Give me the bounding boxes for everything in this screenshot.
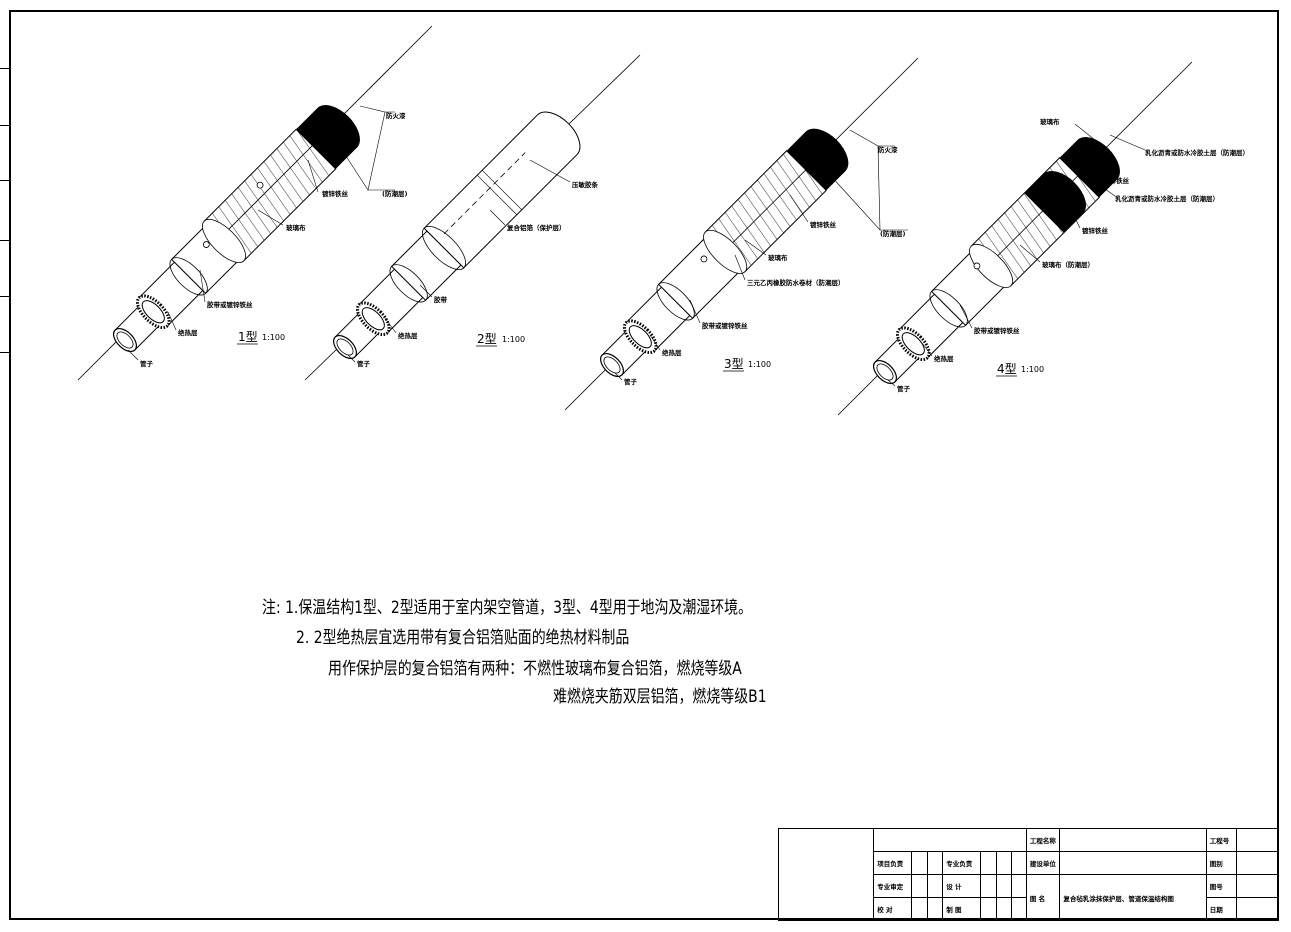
figure-type-label: 3型 — [724, 357, 744, 371]
figure-scale: 1:100 — [502, 335, 525, 344]
callout-label: 绝热层 — [662, 348, 682, 357]
callout-label: 绝热层 — [934, 354, 954, 363]
callout-label: 乳化沥青或防水冷胶土层（防潮层） — [1145, 148, 1249, 157]
margin-tick — [0, 125, 9, 126]
figure-type-label: 4型 — [997, 362, 1017, 376]
note-line-1: 注: 1.保温结构1型、2型适用于室内架空管道，3型、4型用于地沟及潮湿环境。 — [262, 598, 753, 618]
callout-label: 复合铝箔（保护层） — [506, 223, 566, 232]
figure-type-label: 1型 — [238, 330, 258, 344]
project-no-label: 工程号 — [1205, 828, 1238, 852]
client-value — [1059, 851, 1207, 875]
callout-label: 玻璃布 — [286, 223, 306, 232]
callout-label: 镀锌铁丝 — [810, 220, 837, 229]
title-block: 工程名称 工程号 项目负责 专业负责 建设单位 图别 专业审定 设 计 — [777, 828, 1279, 921]
callout-label: 绝热层 — [178, 328, 198, 337]
check-label: 校 对 — [873, 897, 912, 921]
callout-label: 管子 — [624, 377, 638, 386]
callout-label: 镀锌铁丝 — [1082, 226, 1109, 235]
callout-label: 胶带或镀锌铁丝 — [207, 300, 253, 309]
callout-label: 绝热层 — [398, 331, 418, 340]
callout-label: 玻璃布（防潮层） — [1042, 260, 1094, 269]
margin-tick — [0, 68, 9, 69]
pipe-figure-3: 防火漆 镀锌铁丝 (防潮层) 玻璃布 三元乙丙橡胶防水卷材（防潮层） 胶带或镀锌… — [564, 57, 919, 411]
figure-scale: 1:100 — [1021, 365, 1044, 374]
note-line-3: 用作保护层的复合铝箔有两种：不燃性玻璃布复合铝箔，燃烧等级A — [328, 659, 742, 679]
callout-label: 镀锌铁丝 — [1103, 176, 1130, 185]
client-label: 建设单位 — [1025, 851, 1061, 875]
figure-scale: 1:100 — [748, 360, 771, 369]
blank-cell — [873, 828, 1027, 852]
callout-label: 压敏胶条 — [572, 180, 599, 189]
callout-label: 管子 — [140, 359, 154, 368]
project-name-value — [1059, 828, 1207, 852]
drawing-frame — [9, 10, 1279, 920]
project-no-value — [1236, 828, 1279, 852]
drawing-name: 复合毡乳涂抹保护层、管道保温结构图 — [1059, 874, 1207, 921]
category-label: 图别 — [1205, 851, 1238, 875]
discipline-review-label: 专业审定 — [873, 874, 912, 898]
margin-tick — [0, 240, 9, 241]
margin-tick — [0, 352, 9, 353]
callout-label: 乳化沥青或防水冷胶土层（防潮层） — [1115, 194, 1219, 203]
note-line-4: 难燃烧夹筋双层铝箔，燃烧等级B1 — [553, 687, 767, 707]
callout-label: 管子 — [897, 384, 911, 393]
project-name-label: 工程名称 — [1025, 828, 1061, 852]
date-label: 日期 — [1205, 897, 1238, 921]
figure-type-label: 2型 — [477, 332, 497, 346]
project-lead-label: 项目负责 — [873, 851, 912, 875]
discipline-lead-label: 专业负责 — [942, 851, 981, 875]
callout-label: 胶带或镀锌铁丝 — [974, 326, 1020, 335]
callout-label: 三元乙丙橡胶防水卷材（防潮层） — [747, 278, 845, 287]
figure-scale: 1:100 — [262, 333, 285, 342]
drawing-no-label: 图号 — [1205, 874, 1238, 898]
design-label: 设 计 — [942, 874, 981, 898]
margin-tick — [0, 180, 9, 181]
pipe-figure-2: 压敏胶条 复合铝箔（保护层） 胶带 绝热层 管子 2型 1:100 — [304, 54, 641, 381]
callout-label: 防火漆 — [878, 145, 898, 154]
drawing-name-label: 图 名 — [1025, 874, 1061, 921]
pipe-figure-1: 防火漆 镀锌铁丝 (防潮层) 玻璃布 胶带或镀锌铁丝 绝热层 管子 1型 1:1… — [77, 25, 433, 381]
draft-label: 制 图 — [942, 897, 981, 921]
callout-label: (防潮层) — [880, 229, 905, 238]
blank-cell — [777, 828, 875, 921]
callout-label: (防潮层) — [382, 189, 407, 198]
callout-label: 玻璃布 — [1040, 117, 1060, 126]
pipe-figure-4: 玻璃布 乳化沥青或防水冷胶土层（防潮层） 镀锌铁丝 乳化沥青或防水冷胶土层（防潮… — [837, 61, 1249, 416]
callout-label: 玻璃布 — [768, 253, 788, 262]
callout-label: 防火漆 — [386, 111, 406, 120]
note-line-2: 2. 2型绝热层宜选用带有复合铝箔贴面的绝热材料制品 — [296, 628, 630, 648]
callout-label: 胶带 — [434, 295, 448, 304]
callout-label: 镀锌铁丝 — [322, 189, 349, 198]
callout-label: 胶带或镀锌铁丝 — [702, 321, 748, 330]
callout-label: 管子 — [357, 359, 371, 368]
margin-tick — [0, 296, 9, 297]
